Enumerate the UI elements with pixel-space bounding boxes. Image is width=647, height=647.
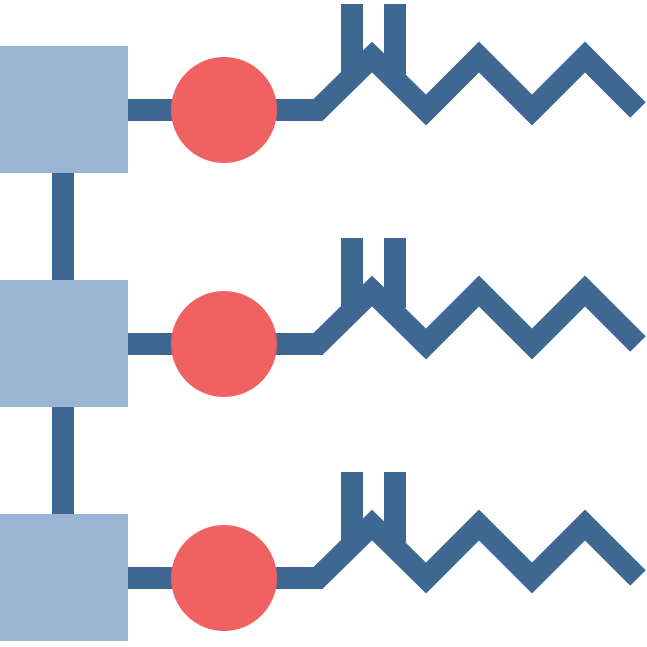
double-bond-line [384, 472, 406, 542]
carbon-chain-zigzag [270, 41, 646, 126]
fatty-acid-chain-2 [0, 238, 646, 407]
carbon-chain-zigzag [270, 509, 646, 594]
backbone-bond [52, 395, 74, 525]
carbon-chain-zigzag [270, 275, 646, 360]
ester-atom-circle [171, 291, 277, 397]
glycerol-block [0, 46, 128, 173]
ester-atom-circle [171, 57, 277, 163]
fatty-acid-chain-3 [0, 472, 646, 641]
fatty-acid-chain-1 [0, 4, 646, 173]
glycerol-block [0, 280, 128, 407]
double-bond-line [341, 472, 363, 542]
double-bond-line [384, 4, 406, 74]
backbone-connectors [52, 160, 74, 525]
glycerol-block [0, 514, 128, 641]
double-bond-line [341, 4, 363, 74]
ester-bond [120, 567, 180, 589]
ester-bond [120, 333, 180, 355]
double-bond-line [384, 238, 406, 308]
backbone-bond [52, 160, 74, 290]
ester-atom-circle [171, 525, 277, 631]
double-bond-line [341, 238, 363, 308]
ester-bond [120, 99, 180, 121]
